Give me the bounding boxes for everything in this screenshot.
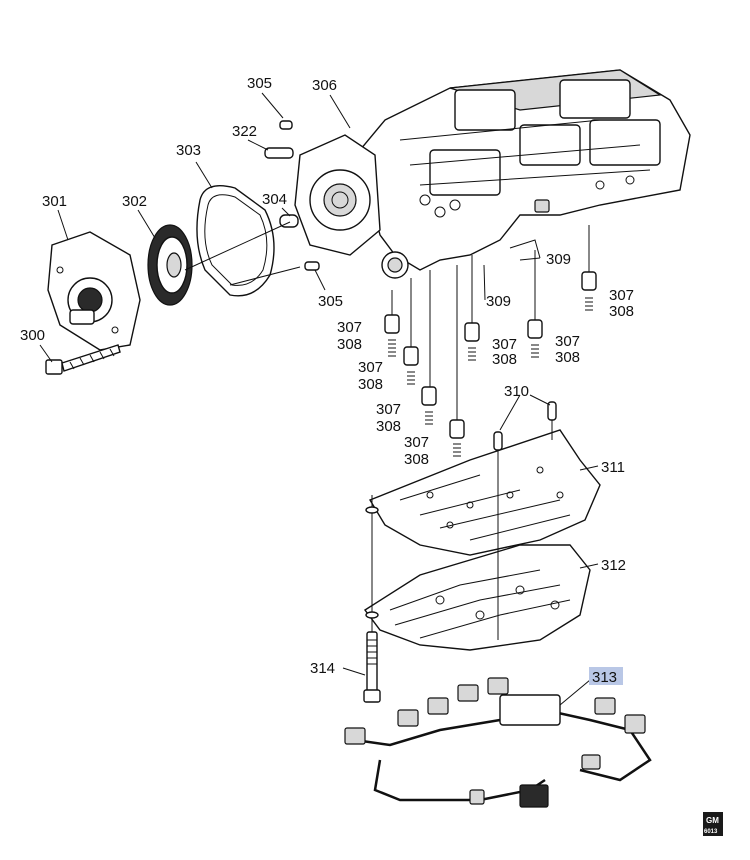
valve-body-assembly <box>359 69 691 279</box>
callout-308-g: 308 <box>609 303 634 320</box>
callout-300: 300 <box>20 327 45 344</box>
callout-303: 303 <box>176 142 201 159</box>
callout-307-c: 307 <box>376 401 401 418</box>
callout-308-c: 308 <box>376 418 401 435</box>
bolt-314 <box>363 631 381 703</box>
callout-305-top: 305 <box>247 75 272 92</box>
callout-314: 314 <box>310 660 335 677</box>
callout-307-a: 307 <box>337 319 362 336</box>
callout-308-e: 308 <box>492 351 517 368</box>
pump-housing <box>294 134 381 256</box>
callout-313: 313 <box>592 669 617 686</box>
callout-313-highlight <box>589 667 623 685</box>
callout-308-b: 308 <box>358 376 383 393</box>
callout-304: 304 <box>262 191 287 208</box>
callout-302: 302 <box>122 193 147 210</box>
callout-308-d: 308 <box>404 451 429 468</box>
springs-valves <box>384 225 597 457</box>
callout-306: 306 <box>312 77 337 94</box>
pump-body <box>47 231 141 351</box>
callout-307-b: 307 <box>358 359 383 376</box>
callout-312: 312 <box>601 557 626 574</box>
callout-311: 311 <box>601 459 625 476</box>
separator-plate <box>368 429 601 556</box>
svg-text:6013: 6013 <box>704 829 718 835</box>
bolt-300 <box>45 344 121 375</box>
svg-text:GM: GM <box>706 816 719 825</box>
callout-301: 301 <box>42 193 67 210</box>
pin-305-top <box>279 120 293 130</box>
callout-307-f: 307 <box>555 333 580 350</box>
callout-309-right: 309 <box>546 251 571 268</box>
callout-308-f: 308 <box>555 349 580 366</box>
callout-307-d: 307 <box>404 434 429 451</box>
callout-308-a: 308 <box>337 336 362 353</box>
pin-322 <box>264 147 294 159</box>
callout-305-bottom: 305 <box>318 293 343 310</box>
pin-305-bottom <box>304 261 320 271</box>
lower-valve-body <box>363 544 591 651</box>
callout-307-e: 307 <box>492 336 517 353</box>
callout-307-g: 307 <box>609 287 634 304</box>
wiring-harness <box>344 677 652 808</box>
callout-310: 310 <box>504 383 529 400</box>
pin-310-a <box>493 431 503 451</box>
callout-322: 322 <box>232 123 257 140</box>
callout-309-center: 309 <box>486 293 511 310</box>
pump-gear <box>147 224 193 306</box>
gm-logo: GM 6013 <box>703 812 723 836</box>
